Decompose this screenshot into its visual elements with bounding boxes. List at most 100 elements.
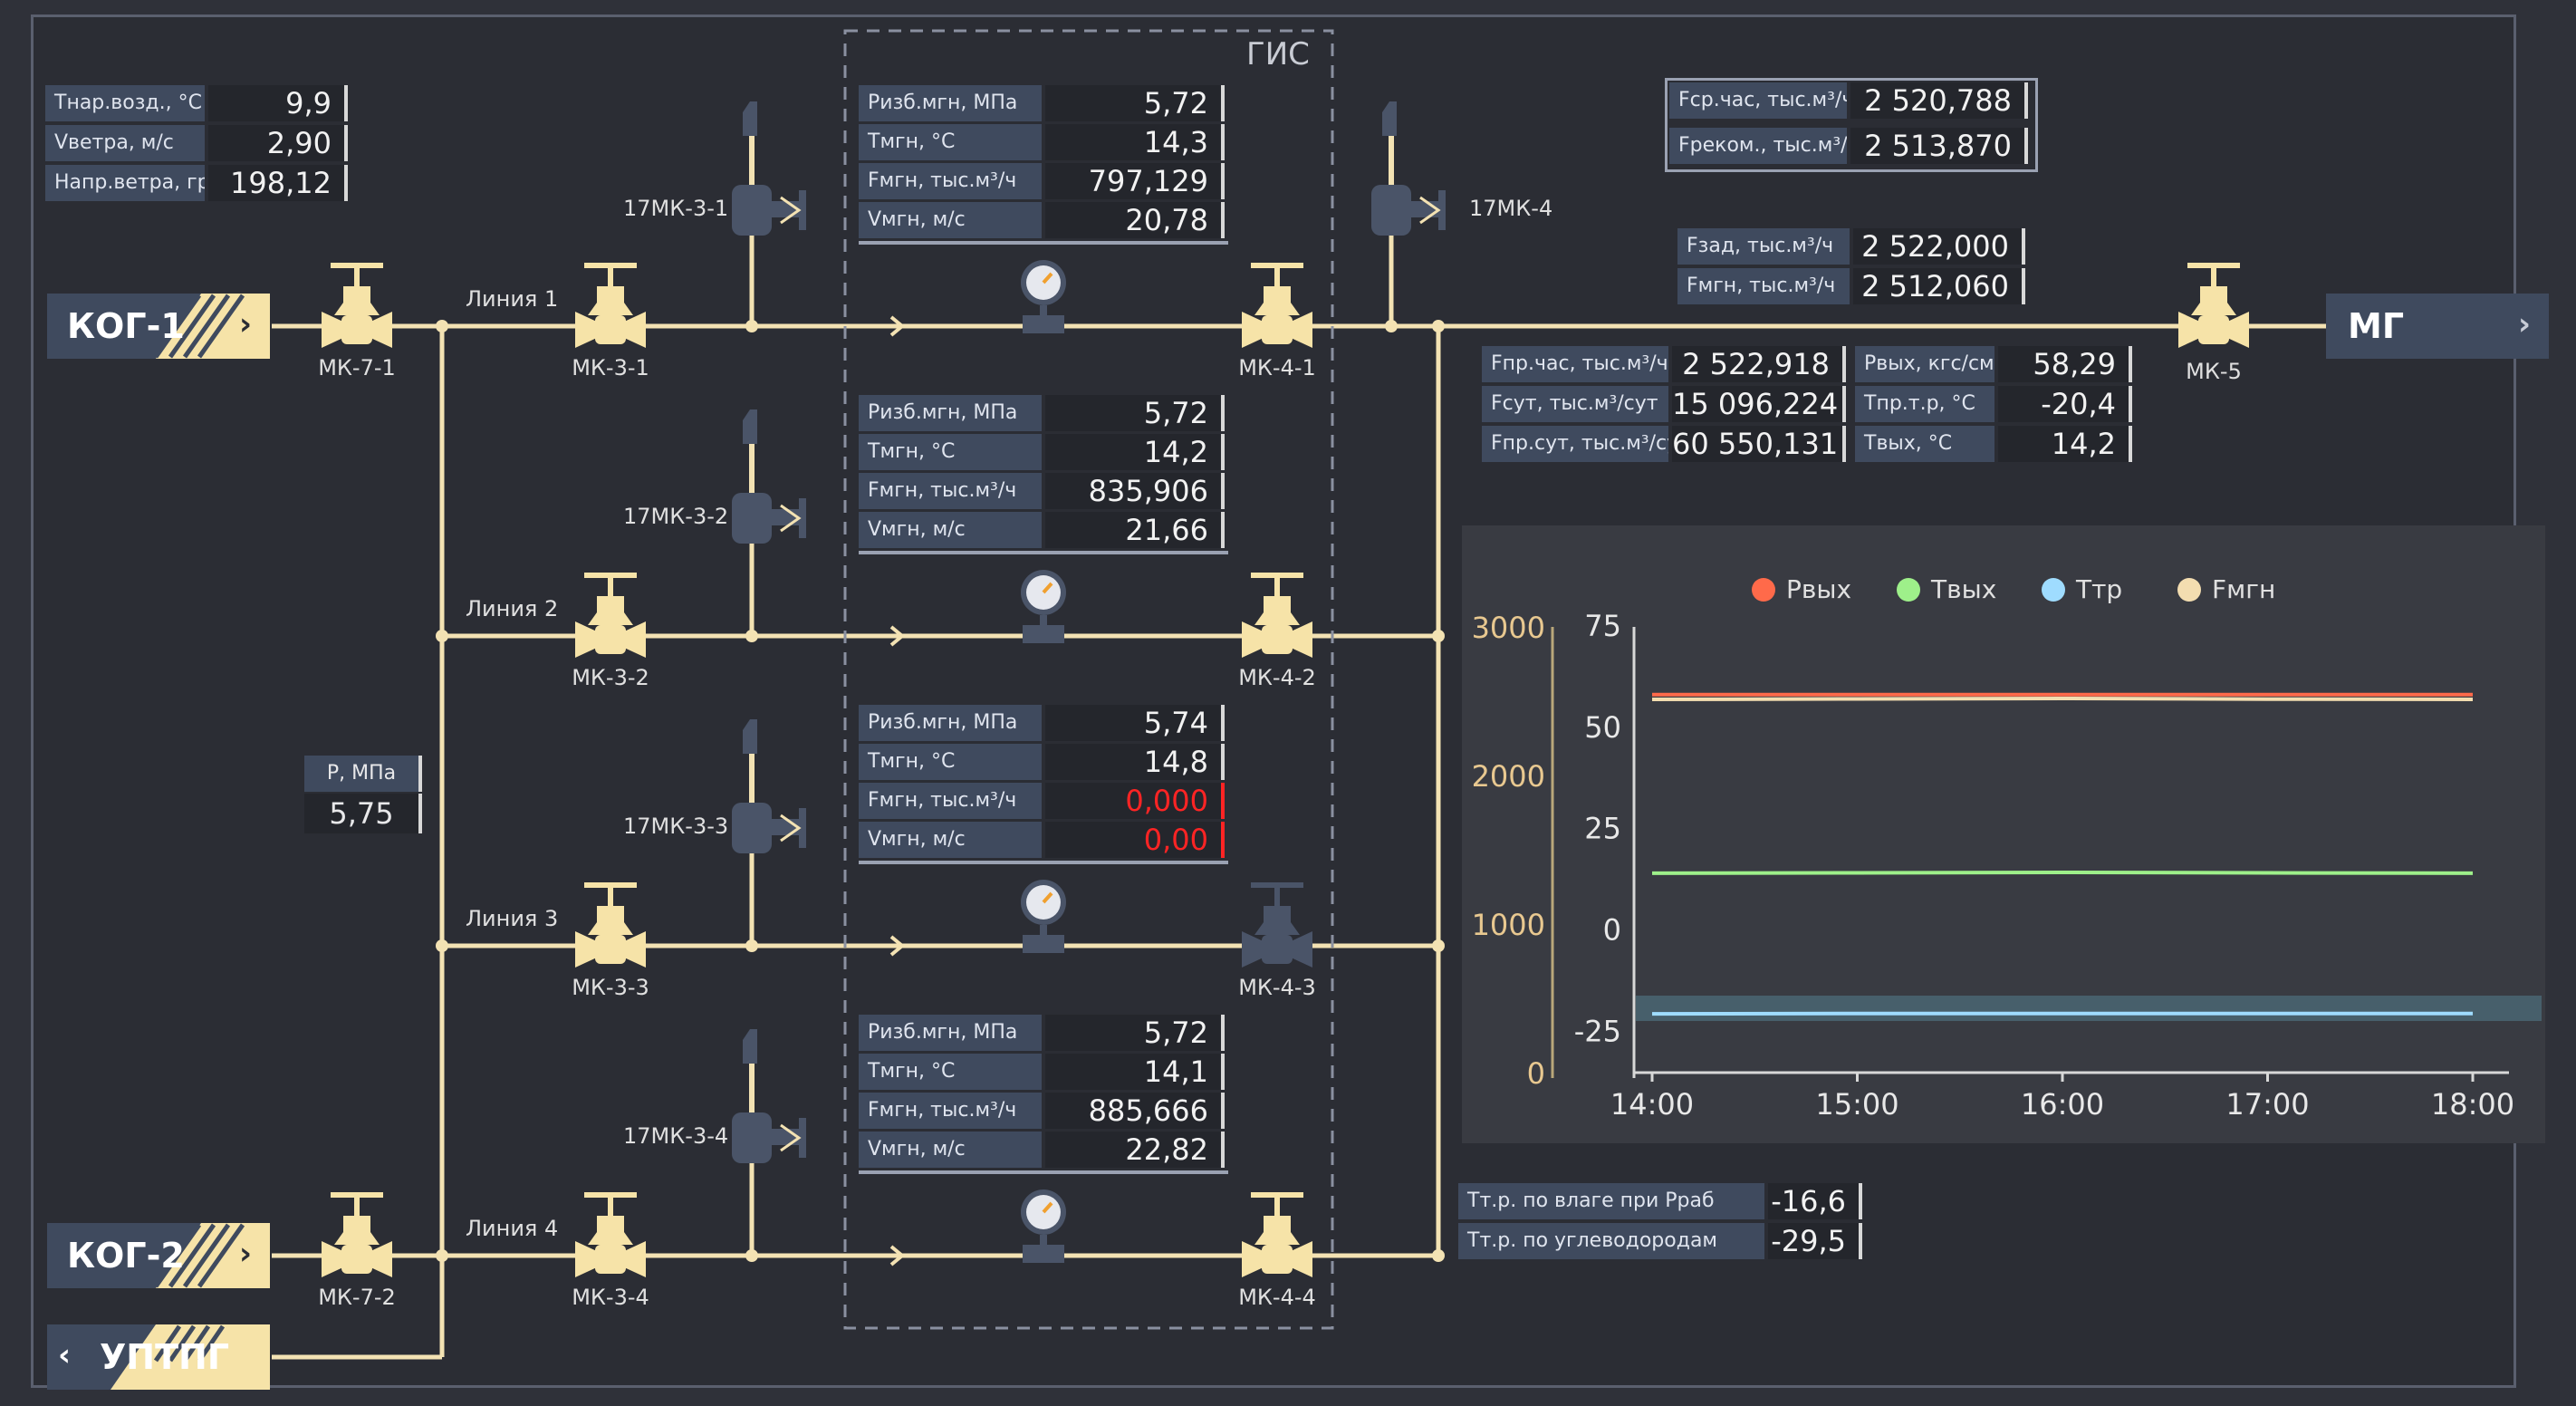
valve-mk31-icon[interactable]	[570, 263, 651, 353]
line-2-label: Линия 2	[466, 596, 559, 621]
terminal-mg[interactable]: МГ ›	[2326, 294, 2549, 359]
valve-mk5-label: МК-5	[2186, 359, 2242, 384]
terminal-uptpg-bg	[47, 1324, 270, 1390]
dewpoint-row: Тт.р. по влаге при Рраб-16,6	[1458, 1183, 1862, 1219]
flow-main-right-row-label: Рвых, кгс/см²	[1855, 346, 1994, 382]
gis-row-value: 14,8	[1045, 744, 1225, 780]
valve-mk41-label: МК-4-1	[1238, 355, 1316, 380]
legend-dot-icon	[2042, 577, 2065, 602]
gis-row-label: Vмгн, м/с	[859, 512, 1042, 548]
left-tick-label: 2000	[1472, 759, 1545, 794]
valve-mk41-icon[interactable]	[1236, 263, 1318, 353]
flow-main-right-row-value: 58,29	[1998, 346, 2132, 382]
gis-table-underline	[859, 1170, 1228, 1174]
x-tick-label: 16:00	[2021, 1087, 2104, 1122]
legend-label: Fмгн	[2212, 574, 2276, 604]
gis-row-label: Ризб.мгн, МПа	[859, 85, 1042, 121]
dewpoint-row-label: Тт.р. по влаге при Рраб	[1458, 1183, 1764, 1219]
flow-top-row-label: Fреком., тыс.м³/ч	[1669, 128, 1847, 164]
valve-1733-label: 17МК-3-3	[623, 814, 729, 839]
chart-band	[1636, 996, 2542, 1022]
ambient-row-label: Vветра, м/с	[45, 125, 205, 161]
terminal-mg-label: МГ	[2348, 306, 2405, 346]
valve-mk44-label: МК-4-4	[1238, 1285, 1316, 1310]
gis-row-label: Тмгн, °С	[859, 434, 1042, 470]
gis-row-value: 5,72	[1045, 395, 1225, 431]
control-valve-1734-icon[interactable]	[725, 1027, 824, 1181]
right-tick-label: -25	[1574, 1014, 1621, 1048]
gis-row-value: 885,666	[1045, 1093, 1225, 1129]
terminal-uptpg[interactable]: ‹ УПТПГ	[47, 1324, 270, 1390]
valve-mk33-icon[interactable]	[570, 882, 651, 973]
valve-mk72-icon[interactable]	[316, 1192, 398, 1283]
flow-main-right-row-value: -20,4	[1998, 386, 2132, 422]
gis-table-underline	[859, 551, 1228, 554]
valve-174-label: 17МК-4	[1469, 196, 1553, 221]
valve-mk43-icon[interactable]	[1236, 882, 1318, 973]
right-tick-label: 25	[1584, 812, 1621, 846]
terminal-kog1-bg	[47, 294, 270, 359]
flow-top-row-value: 2 520,788	[1850, 82, 2028, 119]
dewpoint-row: Тт.р. по углеводородам-29,5	[1458, 1223, 1862, 1259]
valve-mk44-icon[interactable]	[1236, 1192, 1318, 1283]
gis-row-value: 5,72	[1045, 1015, 1225, 1051]
gis-row-value: 835,906	[1045, 473, 1225, 509]
ambient-row-value: 2,90	[208, 125, 348, 161]
gis-row-value: 21,66	[1045, 512, 1225, 548]
gis-row-value: 14,1	[1045, 1054, 1225, 1090]
valve-mk42-icon[interactable]	[1236, 573, 1318, 663]
legend-item[interactable]: Твых	[1897, 574, 1996, 604]
dewpoint-row-label: Тт.р. по углеводородам	[1458, 1223, 1764, 1259]
line-1-label: Линия 1	[466, 286, 559, 312]
right-tick-label: 75	[1584, 609, 1621, 643]
dewpoint-row-value: -16,6	[1768, 1183, 1862, 1219]
left-tick-label: 1000	[1472, 908, 1545, 942]
pressure-value: 5,75	[304, 794, 422, 833]
flow-main-left-row-label: Fпр.сут, тыс.м³/сут	[1482, 426, 1668, 462]
valve-mk5-icon[interactable]	[2173, 263, 2254, 353]
pressure-gauge-icon	[1021, 1189, 1066, 1263]
control-valve-174-icon[interactable]	[1364, 100, 1464, 254]
chevron-left-icon: ‹	[58, 1337, 72, 1373]
valve-mk71-icon[interactable]	[316, 263, 398, 353]
gis-row-value: 5,74	[1045, 705, 1225, 741]
valve-mk34-icon[interactable]	[570, 1192, 651, 1283]
legend-item[interactable]: Ттр	[2042, 574, 2122, 604]
control-valve-1731-icon[interactable]	[725, 100, 824, 254]
flow-main-right-row: Тпр.т.р, °С-20,4	[1855, 386, 2132, 422]
valve-mk72-label: МК-7-2	[318, 1285, 396, 1310]
line-4-label: Линия 4	[466, 1216, 559, 1241]
valve-mk32-icon[interactable]	[570, 573, 651, 663]
legend-item[interactable]: Fмгн	[2177, 574, 2275, 604]
series-line-3	[1651, 696, 2474, 701]
legend-item[interactable]: Рвых	[1752, 574, 1851, 604]
flow-main-right-row-label: Тпр.т.р, °С	[1855, 386, 1994, 422]
terminal-kog2[interactable]: КОГ-2 ›	[47, 1223, 270, 1288]
ambient-row-label: Тнар.возд., °С	[45, 85, 205, 121]
pressure-gauge-icon	[1021, 570, 1066, 643]
terminal-kog1[interactable]: КОГ-1 ›	[47, 294, 270, 359]
gis-row-label: Тмгн, °С	[859, 1054, 1042, 1090]
gis-row-label: Тмгн, °С	[859, 744, 1042, 780]
valve-1734-label: 17МК-3-4	[623, 1123, 729, 1149]
gis-row-value: 14,3	[1045, 124, 1225, 160]
chevron-right-icon: ›	[239, 1236, 253, 1272]
control-valve-1733-icon[interactable]	[725, 717, 824, 872]
valve-mk31-label: МК-3-1	[572, 355, 649, 380]
gis-row-label: Тмгн, °С	[859, 124, 1042, 160]
terminal-kog2-bg	[47, 1223, 270, 1288]
x-tick-label: 18:00	[2431, 1087, 2514, 1122]
ambient-row-label: Напр.ветра, гр	[45, 165, 205, 201]
control-valve-1732-icon[interactable]	[725, 408, 824, 562]
flow-top-row-label: Fср.час, тыс.м³/ч	[1669, 82, 1847, 119]
